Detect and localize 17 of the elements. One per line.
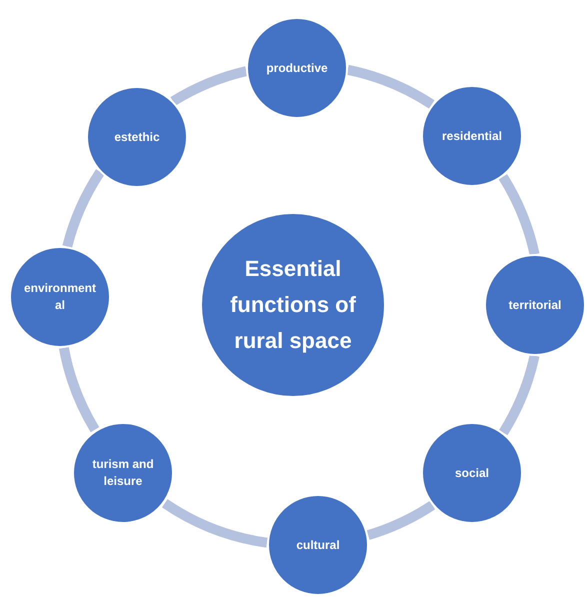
ring-connector xyxy=(498,354,540,436)
ring-connector xyxy=(498,174,540,256)
function-label: residential xyxy=(440,128,504,144)
ring-connector xyxy=(170,66,248,106)
function-label: productive xyxy=(265,60,329,76)
ring-connector xyxy=(62,169,105,248)
ring-connector xyxy=(162,498,268,548)
ring-connector xyxy=(366,500,435,540)
function-label: turism and leisure xyxy=(91,456,155,490)
ring-connector xyxy=(58,346,100,432)
function-label: environmental xyxy=(24,280,96,314)
function-label: estethic xyxy=(113,128,161,146)
function-label: cultural xyxy=(295,536,341,554)
ring-connector xyxy=(346,64,434,109)
function-label: social xyxy=(454,464,490,482)
function-label: Essential functions of rural space xyxy=(229,254,357,356)
function-label: territorial xyxy=(508,296,562,314)
